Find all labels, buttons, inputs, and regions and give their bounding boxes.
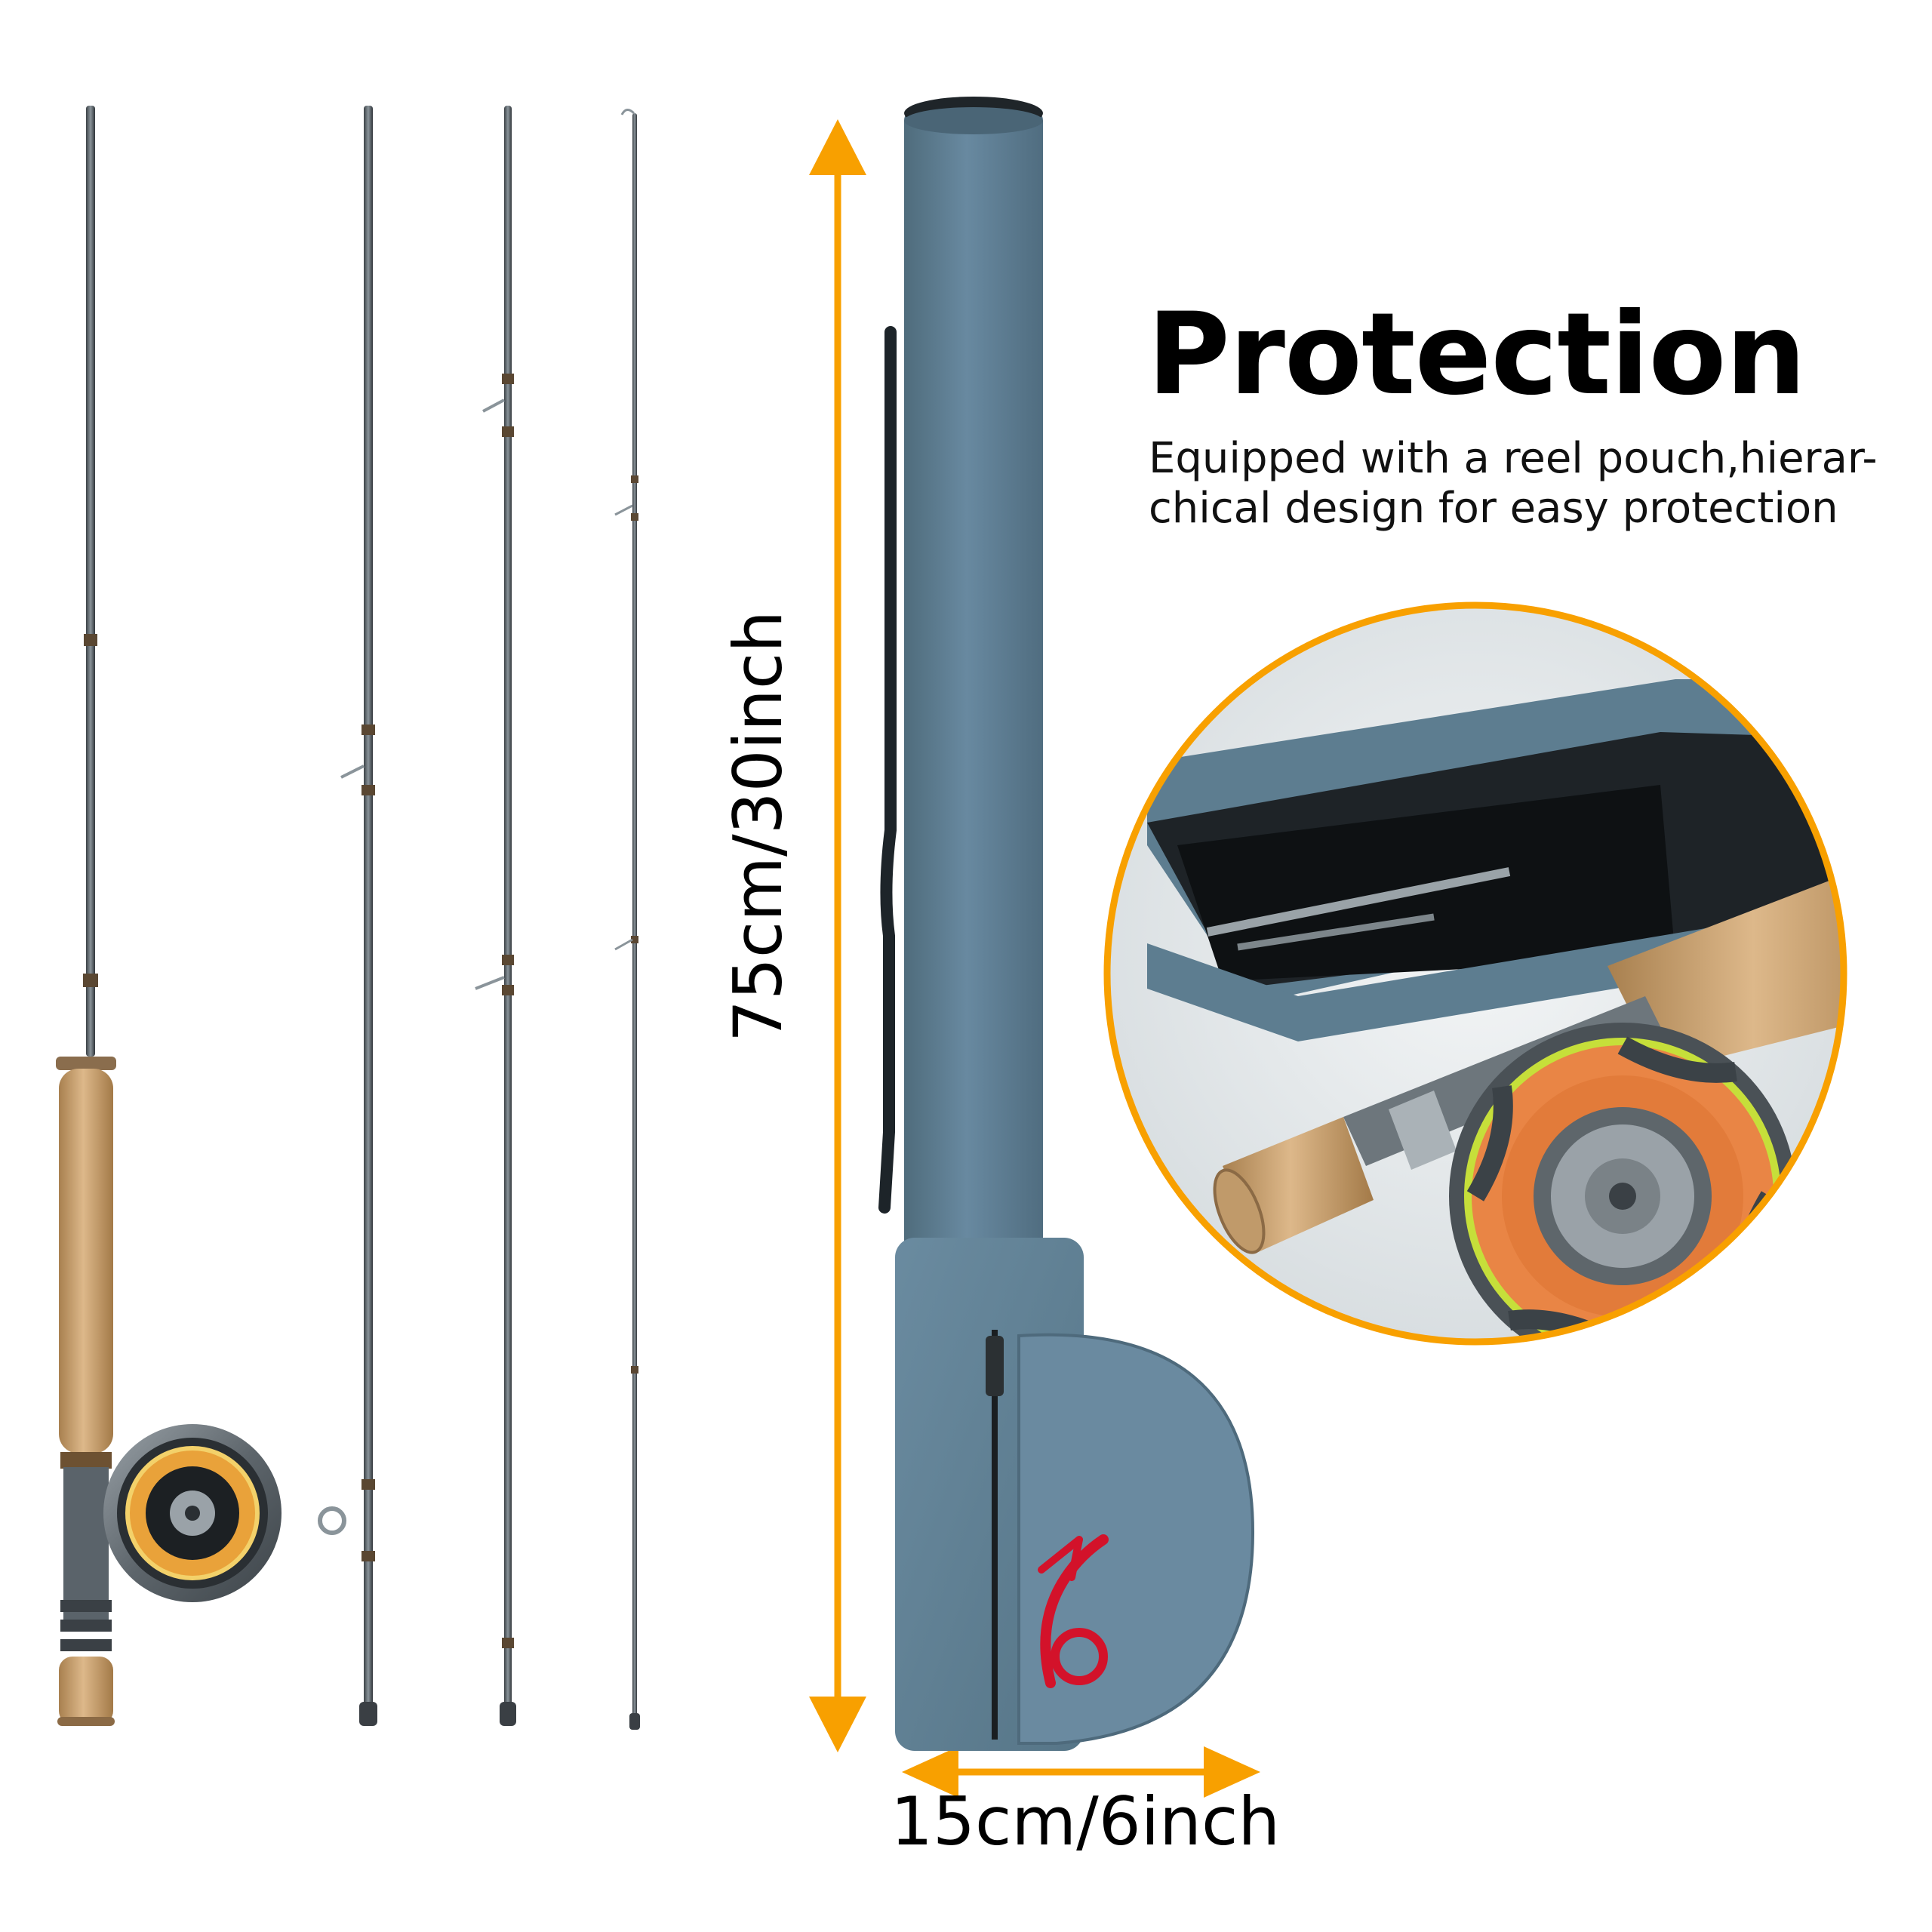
headline: Protection <box>1147 289 1806 420</box>
width-dimension-label: 15cm/6inch <box>891 1783 1281 1860</box>
rod-section-3 <box>475 106 516 1726</box>
rod-case <box>878 97 1255 1751</box>
rod-section-2 <box>318 106 377 1726</box>
description-line-2: chical design for easy protection <box>1149 484 1838 533</box>
height-dimension-arrow <box>809 119 866 1752</box>
fly-reel-small <box>103 1424 281 1602</box>
rod-butt-section <box>56 106 116 1726</box>
width-dimension-arrow <box>902 1746 1260 1798</box>
height-dimension-label: 75cm/30inch <box>719 610 797 1043</box>
description-line-1: Equipped with a reel pouch,hierar- <box>1149 434 1878 483</box>
case-interior-inset <box>1103 601 1847 1346</box>
rod-tip-section <box>614 109 640 1730</box>
description: Equipped with a reel pouch,hierar- chica… <box>1149 434 1903 534</box>
